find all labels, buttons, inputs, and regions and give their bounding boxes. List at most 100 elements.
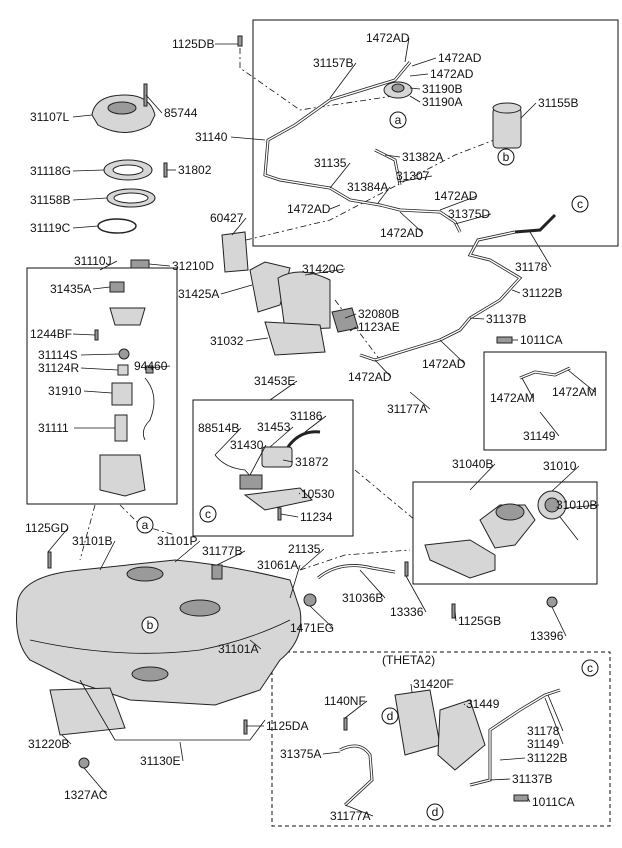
leader-line (469, 463, 496, 491)
leader-line (454, 610, 457, 622)
leader-line (72, 169, 105, 172)
leader-line (298, 492, 301, 495)
part-label: 31137B (512, 772, 552, 786)
part-label: 1472AD (422, 357, 466, 371)
callout-c-theta2: c (581, 659, 599, 677)
theta2-inset-box (271, 651, 611, 827)
vapor-pipe-inner (264, 61, 461, 233)
fuel-cap-center (544, 497, 560, 513)
pump-cover-top (107, 101, 137, 115)
leader-line (309, 605, 334, 629)
leader-line (299, 548, 325, 571)
filler-inset-box (412, 481, 598, 585)
svg-text:b: b (147, 618, 154, 632)
hose-31036B (317, 564, 396, 580)
part-label: 31420C (302, 262, 344, 276)
hose-31375A (339, 744, 374, 807)
part-label: 1472AD (287, 202, 331, 216)
grommet-13396 (546, 596, 558, 608)
callout-d-theta2-lower: d (426, 803, 444, 821)
fuel-filter-31155B (492, 107, 522, 149)
leader-line (231, 217, 247, 236)
leader-line (520, 102, 537, 119)
part-label: 32080B (358, 307, 399, 321)
part-label: 31872 (295, 455, 329, 469)
part-label: 94460 (134, 359, 168, 373)
part-label: 1125GD (25, 521, 69, 535)
leader-line (409, 73, 429, 77)
part-label: 31157B (313, 56, 353, 70)
leader-line (230, 136, 266, 141)
leader-line (304, 415, 327, 433)
svg-text:c: c (205, 507, 211, 521)
sender-wire-94460 (142, 377, 155, 441)
leader-line (249, 639, 262, 650)
leader-line (145, 94, 163, 114)
part-label: 1471EG (290, 621, 334, 635)
svg-text:a: a (142, 518, 149, 532)
part-label: 31119C (30, 221, 71, 235)
svg-text:d: d (387, 709, 394, 723)
part-label: 1011CA (520, 333, 562, 347)
tank-port-main (179, 599, 221, 617)
part-label: 31420F (413, 677, 454, 691)
callout-b-tank: b (141, 616, 159, 634)
leader-line (397, 175, 433, 183)
leader-line (529, 231, 552, 268)
leader-line (409, 391, 431, 410)
valve-31430 (239, 474, 263, 490)
leader-line (547, 694, 564, 732)
part-label: 13396 (530, 629, 564, 643)
part-label: 31118G (30, 164, 71, 178)
leader-line (411, 57, 437, 67)
leader-line (329, 204, 341, 210)
tank-seam (29, 619, 291, 654)
bracket-32080B (331, 307, 359, 333)
part-label: 31435A (50, 282, 91, 296)
leader-line (249, 444, 267, 476)
canister-31420F (394, 689, 441, 756)
part-label: 31910 (48, 384, 82, 398)
part-label: 31010 (543, 459, 577, 473)
leader-line (499, 757, 526, 761)
callout-d-theta2-upper: d (381, 707, 399, 725)
part-label: 31453 (257, 420, 291, 434)
leader-line (174, 540, 201, 563)
part-label: 1327AC (64, 788, 108, 802)
lock-ring-hole (112, 164, 144, 176)
leader-line (377, 186, 391, 204)
part-label: 1125DA (266, 719, 308, 733)
part-label: 11234 (300, 510, 333, 524)
leader-line (384, 154, 401, 158)
heat-shield-31220B (49, 687, 126, 736)
leader-line (344, 313, 357, 319)
part-label: 31802 (178, 163, 212, 177)
bolt-1244BF (94, 329, 99, 341)
callout-a-upper: a (389, 111, 407, 129)
leader-line (245, 337, 269, 342)
leader-line (269, 380, 298, 401)
nut-1327AC (78, 757, 90, 769)
leader-line (404, 37, 410, 63)
clip-31177B (211, 564, 223, 580)
part-label: 31384A (347, 180, 388, 194)
bracket-10530 (243, 487, 314, 511)
part-label: 31130E (140, 754, 180, 768)
callout-c-canister: c (199, 505, 217, 523)
part-label: 31122B (527, 751, 567, 765)
bolt-1125GD (47, 551, 52, 569)
gasket-31119C (97, 218, 137, 234)
part-label: 31124R (38, 361, 79, 375)
part-label: 1472AD (348, 370, 392, 384)
leader-line (551, 465, 580, 492)
leader-line (565, 504, 600, 509)
part-label: 1011CA (532, 795, 574, 809)
part-label: 88514B (198, 421, 239, 435)
leader-line (148, 263, 171, 267)
part-label: 31449 (466, 697, 500, 711)
leader-line (220, 284, 253, 295)
svg-text:d: d (432, 805, 439, 819)
guide-line (79, 504, 96, 561)
part-label: 1123AE (358, 320, 400, 334)
